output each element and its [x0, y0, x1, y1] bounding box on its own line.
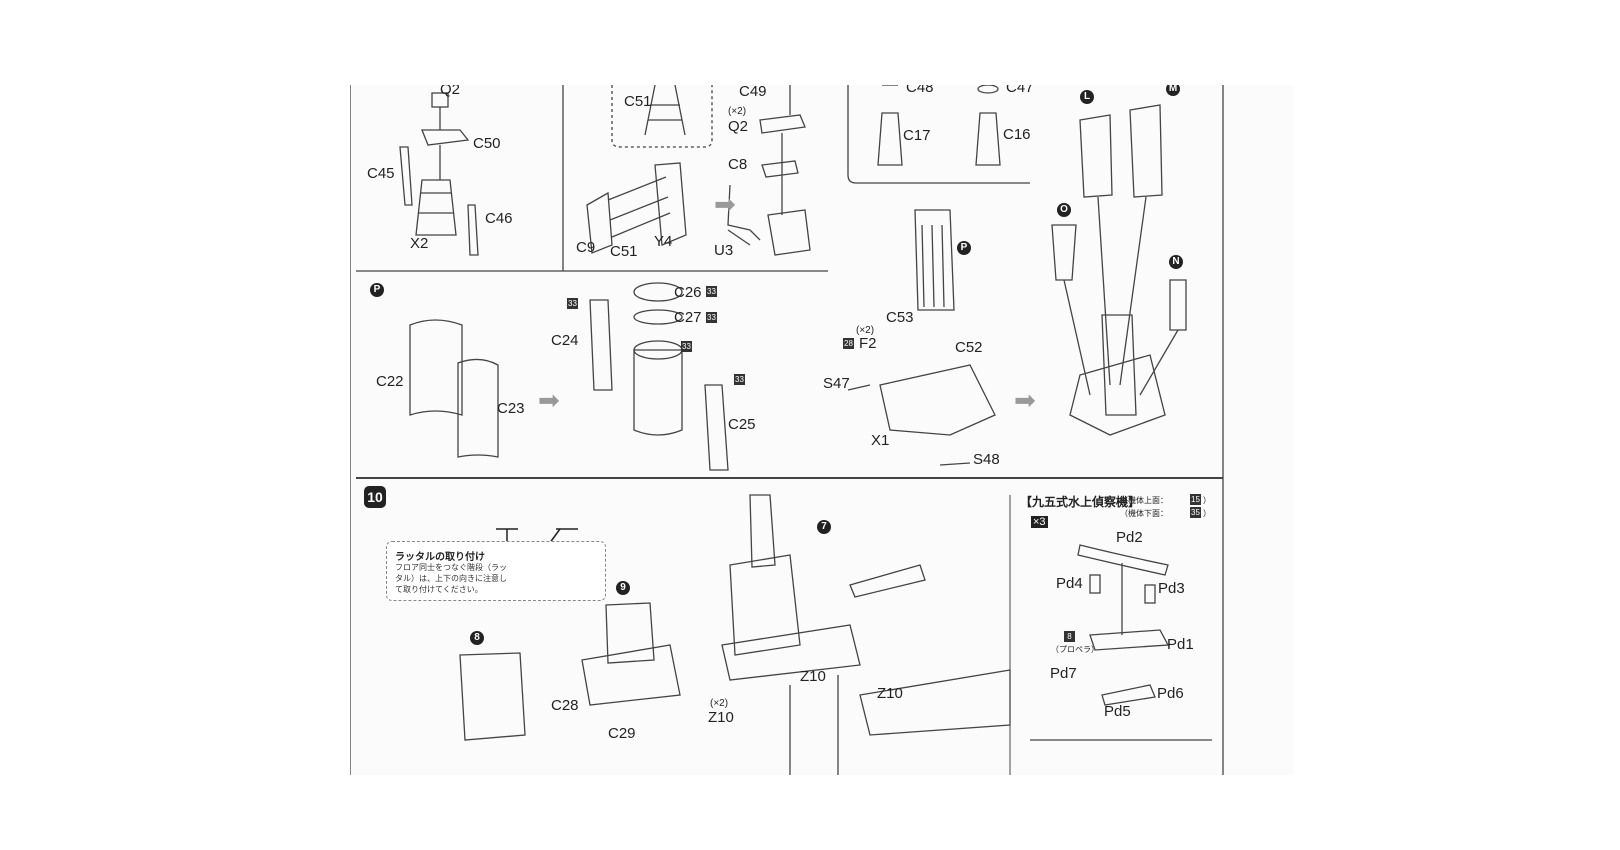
part-label: C53	[886, 309, 914, 326]
paint-code: 33	[734, 374, 745, 385]
note-title: ラッタルの取り付け	[395, 552, 485, 563]
sub-assembly-badge: 7	[817, 520, 831, 534]
step-number: 10	[364, 486, 386, 508]
part-label: C8	[728, 156, 748, 173]
note-close: ）	[1203, 509, 1211, 518]
part-label: C50	[473, 135, 501, 152]
part-label: C25	[728, 416, 756, 433]
part-label: C16	[1003, 126, 1031, 143]
step-badge: P	[957, 241, 971, 255]
floatplane-title: 【九五式水上偵察機】	[1020, 495, 1141, 509]
part-label: Pd6	[1157, 685, 1184, 702]
part-label: C52	[955, 339, 983, 356]
line-art	[350, 85, 1224, 775]
part-label: C22	[376, 373, 404, 390]
propeller-label: （プロペラ）	[1051, 645, 1099, 654]
part-label: C17	[903, 127, 931, 144]
note-body: フロア同士をつなぐ階段（ラッタル）は、上下の向きに注意して取り付けてください。	[395, 563, 507, 594]
sub-assembly-badge: L	[1080, 90, 1094, 104]
part-label: Pd5	[1104, 703, 1131, 720]
ladder-note-box: ラッタルの取り付け フロア同士をつなぐ階段（ラッタル）は、上下の向きに注意して取…	[386, 541, 606, 601]
part-label: Z10	[877, 685, 903, 702]
part-label: C45	[367, 165, 395, 182]
part-label: C47	[1006, 85, 1034, 96]
part-label: Y4	[654, 233, 673, 250]
paint-code: 8	[1064, 631, 1075, 642]
part-label: C23	[497, 400, 525, 417]
step-arrow: ➡	[714, 189, 736, 219]
paint-code: 28	[843, 338, 854, 349]
part-label: Pd1	[1167, 636, 1194, 653]
part-label: Pd7	[1050, 665, 1077, 682]
part-label: Pd3	[1158, 580, 1185, 597]
part-label: C51	[610, 243, 638, 260]
sub-assembly-badge: N	[1169, 255, 1183, 269]
quantity-badge: ×3	[1031, 516, 1048, 528]
sub-assembly-badge: O	[1057, 203, 1071, 217]
part-label: S48	[973, 451, 1000, 468]
paint-code: 35	[1190, 507, 1201, 518]
part-label: F2	[859, 335, 877, 352]
part-label: C26	[674, 284, 702, 301]
part-label: C49	[739, 85, 767, 100]
part-label: C28	[551, 697, 579, 714]
part-label: C24	[551, 332, 579, 349]
paint-code: 33	[681, 341, 692, 352]
upper-surface-note: （機体上面：	[1120, 496, 1168, 505]
lower-surface-note: （機体下面：	[1120, 509, 1168, 518]
paint-code: 33	[567, 298, 578, 309]
paint-code: 33	[706, 312, 717, 323]
sub-assembly-badge: 9	[616, 581, 630, 595]
note-close: ）	[1203, 496, 1211, 505]
part-label: Z10	[708, 709, 734, 726]
sub-assembly-badge: 8	[470, 631, 484, 645]
part-label: U3	[714, 242, 734, 259]
part-label: C9	[576, 239, 596, 256]
part-label: Q2	[440, 85, 461, 98]
part-label: Q2	[728, 118, 749, 135]
paint-code: 33	[706, 286, 717, 297]
part-label: X2	[410, 235, 429, 252]
quantity-label: (×2)	[710, 698, 729, 709]
part-label: X1	[871, 432, 890, 449]
sub-assembly-badge: M	[1166, 85, 1180, 96]
part-label: S47	[823, 375, 850, 392]
part-label: Pd2	[1116, 529, 1143, 546]
part-label: C51	[624, 93, 652, 110]
paint-code: 15	[1190, 494, 1201, 505]
instruction-sheet: Q2 C50 C45 C46 X2 C51 C9 C51 Y4 C49 (×2)…	[350, 85, 1293, 775]
part-label: C46	[485, 210, 513, 227]
step-arrow: ➡	[1014, 385, 1036, 415]
part-label: C29	[608, 725, 636, 742]
step-arrow: ➡	[538, 385, 560, 415]
step-badge: P	[370, 283, 384, 297]
part-label: C48	[906, 85, 934, 96]
quantity-label: (×2)	[856, 325, 875, 336]
part-label: Z10	[800, 668, 826, 685]
quantity-label: (×2)	[728, 106, 747, 117]
part-label: Pd4	[1056, 575, 1083, 592]
part-label: C27	[674, 309, 702, 326]
